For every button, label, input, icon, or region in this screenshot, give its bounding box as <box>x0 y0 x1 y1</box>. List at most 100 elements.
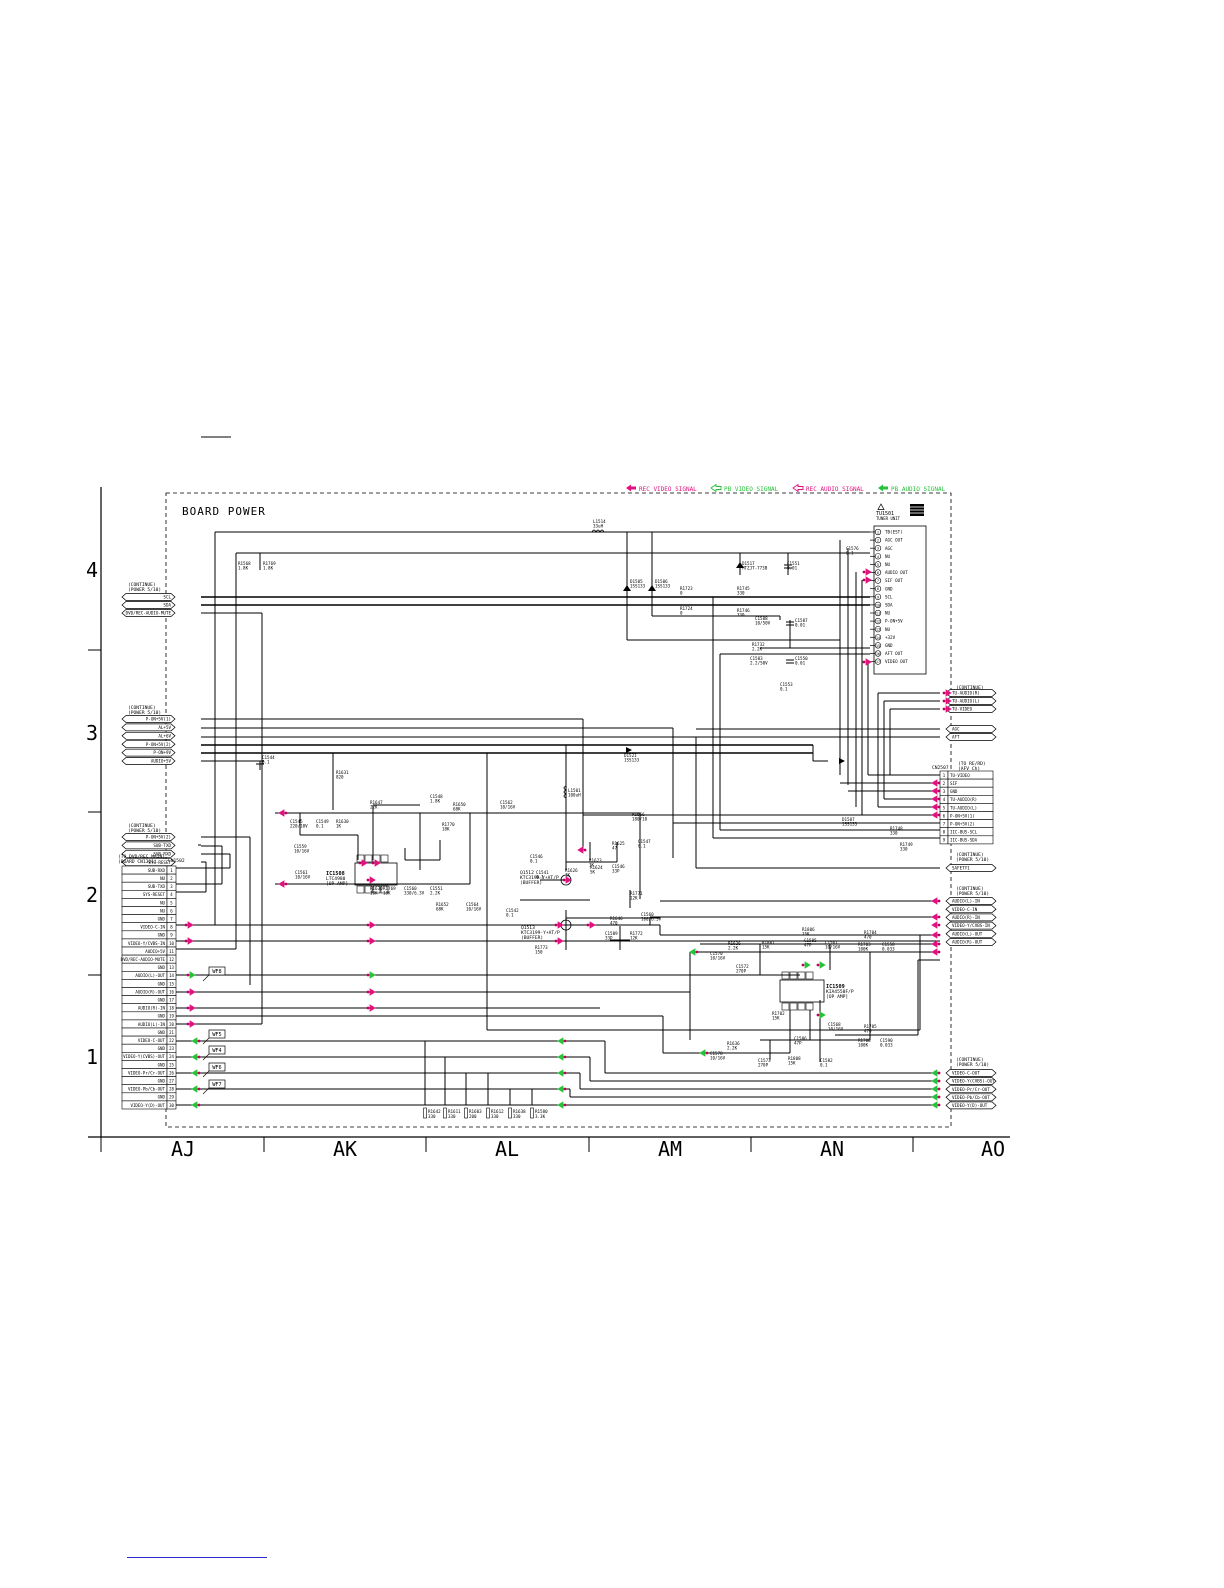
signal-arrow-icon <box>699 1049 706 1057</box>
pin-number: 22 <box>169 1038 174 1043</box>
pin-label: AUDIO+5V <box>145 949 165 954</box>
component-ref: R1580 <box>535 1109 548 1114</box>
component-value: 12K <box>630 896 638 901</box>
component-ref: R1748 <box>890 826 903 831</box>
signal-arrow-icon <box>577 846 584 854</box>
tuner-ref: TU1501 <box>876 511 894 517</box>
pin-number: 9 <box>943 838 946 843</box>
flag-label: AGC <box>952 727 960 732</box>
component-ref: C1562 <box>500 800 513 805</box>
pin-label: AGC <box>885 546 893 551</box>
right-video-continue: (CONTINUE) (POWER 5/10) VIDEO-C-OUTVIDEO… <box>945 1057 997 1110</box>
signal-arrow-icon <box>931 931 938 939</box>
component-value: 150 <box>535 950 543 955</box>
signal-arrow-icon <box>191 1085 198 1093</box>
pin-number: 9 <box>170 933 173 938</box>
junction-dot <box>862 660 866 664</box>
pin-label: NU <box>885 611 891 616</box>
component-value: 18K <box>383 891 391 896</box>
junction-dot <box>197 1039 201 1043</box>
junction-dot <box>284 811 288 815</box>
right-signal-flag: TU-VIDEO <box>945 705 997 713</box>
pin-label: GND <box>158 998 166 1003</box>
signal-arrow-icon <box>819 1011 826 1019</box>
signal-arrow-icon <box>931 1101 938 1109</box>
right-signal-flag: VIDEO-Y(CVBS)-OUT <box>945 1077 997 1085</box>
junction-dot <box>583 848 587 852</box>
pin-number: 6 <box>877 571 879 575</box>
pin-number: 21 <box>169 1030 174 1035</box>
connector-cn1502: (TO DVD/REC MAIN) (BOARD CN1301) CN1502 … <box>118 854 226 1110</box>
junction-dot <box>937 781 941 785</box>
left-signal-flag: P-ON+5V(2) <box>121 833 176 841</box>
pin-number: 9 <box>877 595 879 599</box>
pin-number: 19 <box>169 1014 174 1019</box>
junction-dot <box>705 1051 709 1055</box>
component-ref: D1506 <box>655 579 668 584</box>
column-label: AK <box>333 1137 357 1161</box>
component-value: 3K <box>589 863 595 868</box>
component-value: 47P <box>804 943 812 948</box>
junction-dot <box>937 923 941 927</box>
junction-dot <box>184 939 188 943</box>
signal-arrow-icon <box>931 803 938 811</box>
component-ref: C1541 <box>536 870 549 875</box>
junction-dot <box>937 797 941 801</box>
svg-text:LTC4980: LTC4980 <box>326 876 346 882</box>
component-value: 3.3K <box>535 1114 546 1119</box>
pin-number: 30 <box>169 1103 174 1108</box>
left-signal-flag: SUB-RXD <box>121 849 176 858</box>
component-ref: C1586 <box>794 1036 807 1041</box>
left-signal-flag: AL+6V <box>121 731 176 740</box>
signal-arrow-icon <box>557 1053 564 1061</box>
component-value: 1.8K <box>238 566 249 571</box>
svg-text:(CONTINUE): (CONTINUE) <box>956 685 984 691</box>
component-ref: R1646 <box>610 916 623 921</box>
component-value: 2.2K <box>752 647 763 652</box>
waveform-label: WF5 <box>212 1032 221 1038</box>
junction-dot <box>186 1006 190 1010</box>
svg-text:IC1508: IC1508 <box>326 871 345 877</box>
component-value: 0 <box>680 611 683 616</box>
row-label: 2 <box>86 883 98 907</box>
component-value: 0.1 <box>536 875 544 880</box>
signal-arrow-icon <box>931 779 938 787</box>
signal-arrow-icon <box>931 787 938 795</box>
pin-label: GND <box>158 933 166 938</box>
right-signal-flag: AUDIO(L)-OUT <box>945 929 997 938</box>
right-signal-flag: VIDEO-Y/CVBS-IN <box>945 921 997 930</box>
component-ref: C1560 <box>404 886 417 891</box>
signal-arrow-icon <box>369 921 376 929</box>
signal-arrow-icon <box>189 1004 196 1012</box>
flag-label: SUB-RXD <box>153 851 171 856</box>
flag-label: SDA <box>163 603 171 608</box>
flag-label: VIDEO-Y(D)-OUT <box>952 1103 988 1108</box>
component-value: 1SS133 <box>630 584 646 589</box>
pin-label: P-ON+5V(2) <box>950 822 975 827</box>
component-ref: R1769 <box>383 886 396 891</box>
component-value: 330 <box>737 613 745 618</box>
signal-arrow-icon <box>931 948 938 956</box>
component-value: 12K <box>630 936 638 941</box>
row-label: 1 <box>86 1045 98 1069</box>
signal-arrow-icon <box>369 937 376 945</box>
